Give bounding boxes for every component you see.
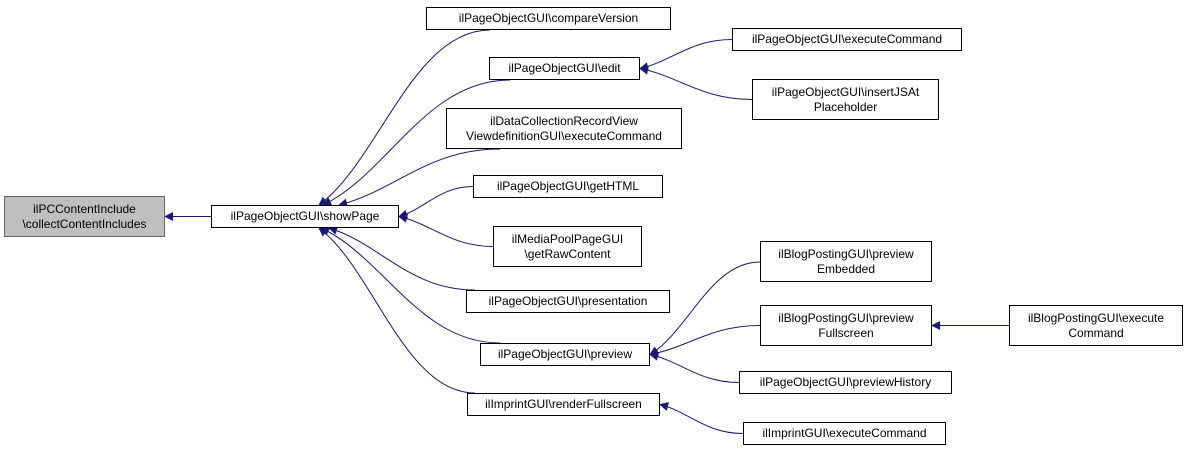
edge-presentation-to-showPage — [328, 226, 476, 291]
node-insertJSAt[interactable]: ilPageObjectGUI\insertJSAt Placeholder — [752, 79, 939, 120]
node-blogFullscreen[interactable]: ilBlogPostingGUI\preview Fullscreen — [760, 305, 932, 346]
edge-imprintRender-to-showPage — [318, 227, 476, 394]
node-executeCommand1[interactable]: ilPageObjectGUI\executeCommand — [732, 28, 962, 51]
node-blogEmbedded[interactable]: ilBlogPostingGUI\preview Embedded — [760, 241, 932, 282]
edge-blogFullscreen-to-preview — [649, 325, 761, 358]
edges-layer — [164, 29, 1010, 434]
node-preview[interactable]: ilPageObjectGUI\preview — [480, 343, 650, 366]
node-dataCollection[interactable]: ilDataCollectionRecordView Viewdefinitio… — [446, 108, 682, 149]
edge-getHTML-to-showPage — [398, 186, 474, 219]
edge-dataCollection-to-showPage — [338, 148, 501, 208]
node-presentation[interactable]: ilPageObjectGUI\presentation — [466, 290, 670, 313]
node-compareVersion[interactable]: ilPageObjectGUI\compareVersion — [426, 7, 671, 30]
edge-preview-to-showPage — [320, 227, 501, 344]
edge-mediaPool-to-showPage — [398, 213, 494, 247]
edge-edit-to-showPage — [322, 79, 511, 206]
node-previewHistory[interactable]: ilPageObjectGUI\previewHistory — [739, 371, 952, 394]
node-mediaPool[interactable]: ilMediaPoolPageGUI \getRawContent — [493, 226, 642, 267]
edge-executeCommand1-to-edit — [639, 39, 733, 72]
node-root: ilPCContentInclude \collectContentInclud… — [4, 196, 165, 237]
node-imprintRender[interactable]: ilImprintGUI\renderFullscreen — [467, 393, 660, 416]
edge-blogEmbedded-to-preview — [649, 261, 761, 355]
edge-previewHistory-to-preview — [649, 351, 740, 383]
node-imprintExecute[interactable]: ilImprintGUI\executeCommand — [743, 422, 946, 445]
edge-insertJSAt-to-edit — [639, 65, 753, 100]
node-edit[interactable]: ilPageObjectGUI\edit — [489, 57, 640, 80]
node-getHTML[interactable]: ilPageObjectGUI\getHTML — [473, 175, 663, 198]
node-showPage[interactable]: ilPageObjectGUI\showPage — [211, 205, 399, 228]
node-blogExecute[interactable]: ilBlogPostingGUI\execute Command — [1009, 305, 1183, 346]
edge-imprintExecute-to-imprintRender — [659, 402, 744, 434]
edge-compareVersion-to-showPage — [318, 29, 491, 206]
